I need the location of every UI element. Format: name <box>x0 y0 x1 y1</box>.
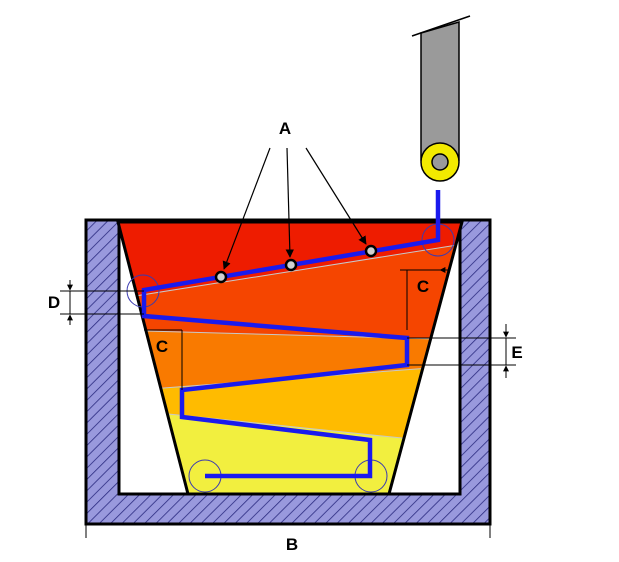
layer-3 <box>118 330 462 392</box>
tool-holder-icon <box>411 15 471 182</box>
dimension-c-right <box>400 267 448 330</box>
dimension-b <box>85 524 491 538</box>
label-a: A <box>279 119 291 138</box>
path-markers <box>214 244 378 284</box>
label-b: B <box>286 535 298 554</box>
dimension-d <box>60 280 144 325</box>
label-d: D <box>48 293 60 312</box>
layer-4 <box>118 365 462 445</box>
container-outline <box>116 220 464 496</box>
annotation-a: A <box>222 119 367 270</box>
path-marker-icon <box>214 270 228 284</box>
layer-bottom <box>118 408 462 494</box>
path-marker-icon <box>364 244 378 258</box>
dimension-c-left <box>144 329 183 390</box>
path-marker-icon <box>284 258 298 272</box>
dimension-e <box>407 324 516 378</box>
label-c-left: C <box>156 337 168 356</box>
label-c-right: C <box>417 277 429 296</box>
layer-2 <box>118 243 462 340</box>
label-e: E <box>511 343 522 362</box>
